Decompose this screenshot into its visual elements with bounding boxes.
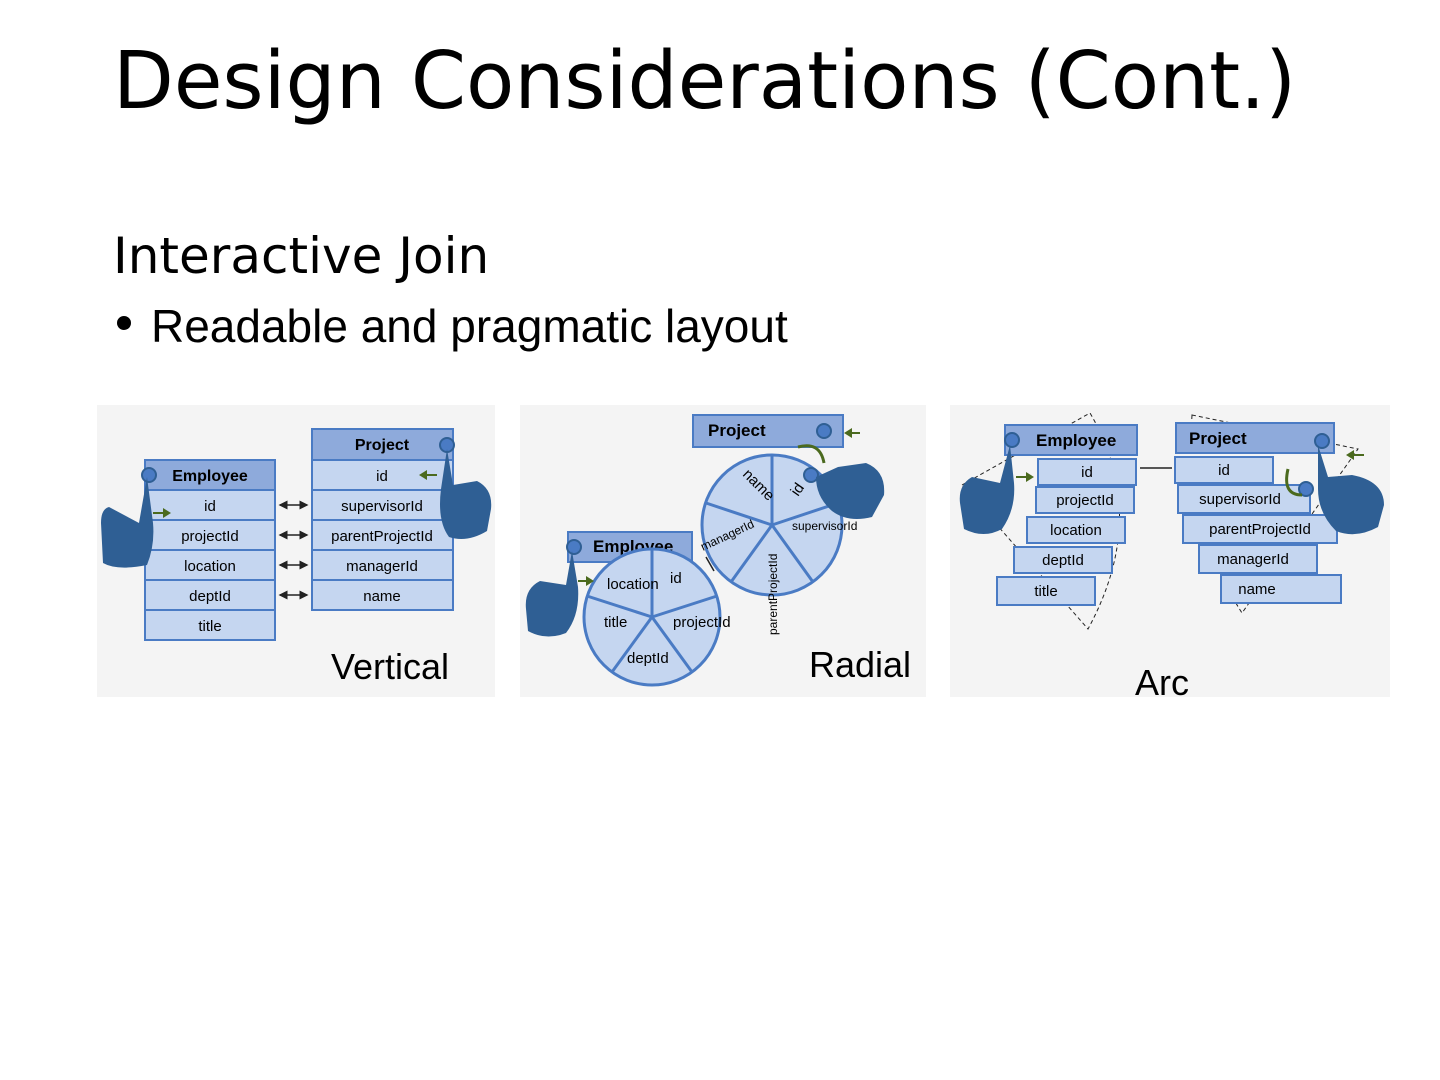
figure-caption: Radial xyxy=(809,644,911,685)
project-field: parentProjectId xyxy=(1209,521,1311,538)
bullet-item: Readable and pragmatic layout xyxy=(113,298,788,354)
hand-pointer-icon xyxy=(439,437,492,539)
employee-field: location xyxy=(184,558,236,575)
project-field: id xyxy=(1218,462,1230,479)
employee-field: title xyxy=(1034,583,1057,600)
employee-field: deptId xyxy=(627,650,669,667)
employee-field: deptId xyxy=(189,588,231,605)
figure-caption: Arc xyxy=(1135,662,1189,697)
project-field: supervisorId xyxy=(341,498,423,515)
project-field: supervisorId xyxy=(792,519,857,533)
employee-field: id xyxy=(670,570,682,587)
project-field: id xyxy=(376,468,388,485)
radial-layout-figure: Project id supervisorId parentProjectId … xyxy=(520,405,926,697)
join-link xyxy=(705,556,715,572)
hand-pointer-icon xyxy=(1298,433,1384,535)
employee-field: projectId xyxy=(1056,492,1114,509)
employee-field: projectId xyxy=(673,614,731,631)
join-arrows xyxy=(278,500,309,600)
arc-layout-diagram: Employee id projectId location deptId ti… xyxy=(959,412,1384,703)
project-header: Project xyxy=(355,437,410,454)
rotate-arrow-icon xyxy=(797,444,826,464)
employee-field: projectId xyxy=(181,528,239,545)
vertical-layout-figure: Employee id projectId location deptId ti… xyxy=(97,405,495,697)
employee-radial-pie: id projectId deptId title location xyxy=(582,547,731,687)
arc-layout-figure: Employee id projectId location deptId ti… xyxy=(950,405,1390,703)
hand-pointer-icon xyxy=(101,467,157,568)
direction-arrow-icon xyxy=(153,470,437,518)
employee-field: location xyxy=(1050,522,1102,539)
project-header: Project xyxy=(708,421,766,440)
project-radial-pie: id supervisorId parentProjectId managerI… xyxy=(698,453,857,635)
project-field: managerId xyxy=(1217,551,1289,568)
slide-subtitle: Interactive Join xyxy=(113,227,490,285)
slide-title: Design Considerations (Cont.) xyxy=(113,35,1297,127)
employee-field: title xyxy=(604,614,627,631)
project-field: supervisorId xyxy=(1199,491,1281,508)
project-field: parentProjectId xyxy=(766,554,780,635)
rotate-arrow-icon xyxy=(1285,468,1303,497)
project-field: parentProjectId xyxy=(331,528,433,545)
employee-field: deptId xyxy=(1042,552,1084,569)
project-table: Project id supervisorId parentProjectId … xyxy=(311,428,454,611)
employee-arc-table: Employee id projectId location deptId ti… xyxy=(996,424,1138,606)
employee-header: Employee xyxy=(1036,431,1116,450)
employee-field: id xyxy=(204,498,216,515)
employee-field: title xyxy=(198,618,221,635)
bullet-dot-icon xyxy=(117,316,131,330)
employee-table: Employee id projectId location deptId ti… xyxy=(144,459,276,641)
arc-guide xyxy=(961,412,1120,630)
vertical-layout-diagram: Employee id projectId location deptId ti… xyxy=(101,428,492,687)
project-field: name xyxy=(363,588,401,605)
project-header: Project xyxy=(1189,429,1247,448)
employee-field: location xyxy=(607,576,659,593)
employee-field: id xyxy=(1081,464,1093,481)
bullet-text: Readable and pragmatic layout xyxy=(151,300,788,352)
direction-arrow-icon xyxy=(578,428,860,586)
project-arc-table: Project id supervisorId parentProjectId … xyxy=(1174,422,1342,604)
direction-arrow-icon xyxy=(1016,450,1364,482)
figure-caption: Vertical xyxy=(331,646,449,687)
hand-pointer-icon xyxy=(525,539,582,637)
project-field: name xyxy=(1238,581,1276,598)
radial-layout-diagram: Project id supervisorId parentProjectId … xyxy=(525,414,911,687)
hand-pointer-icon xyxy=(803,423,885,519)
employee-header: Employee xyxy=(172,468,248,485)
hand-pointer-icon xyxy=(959,432,1020,534)
project-field: managerId xyxy=(346,558,418,575)
